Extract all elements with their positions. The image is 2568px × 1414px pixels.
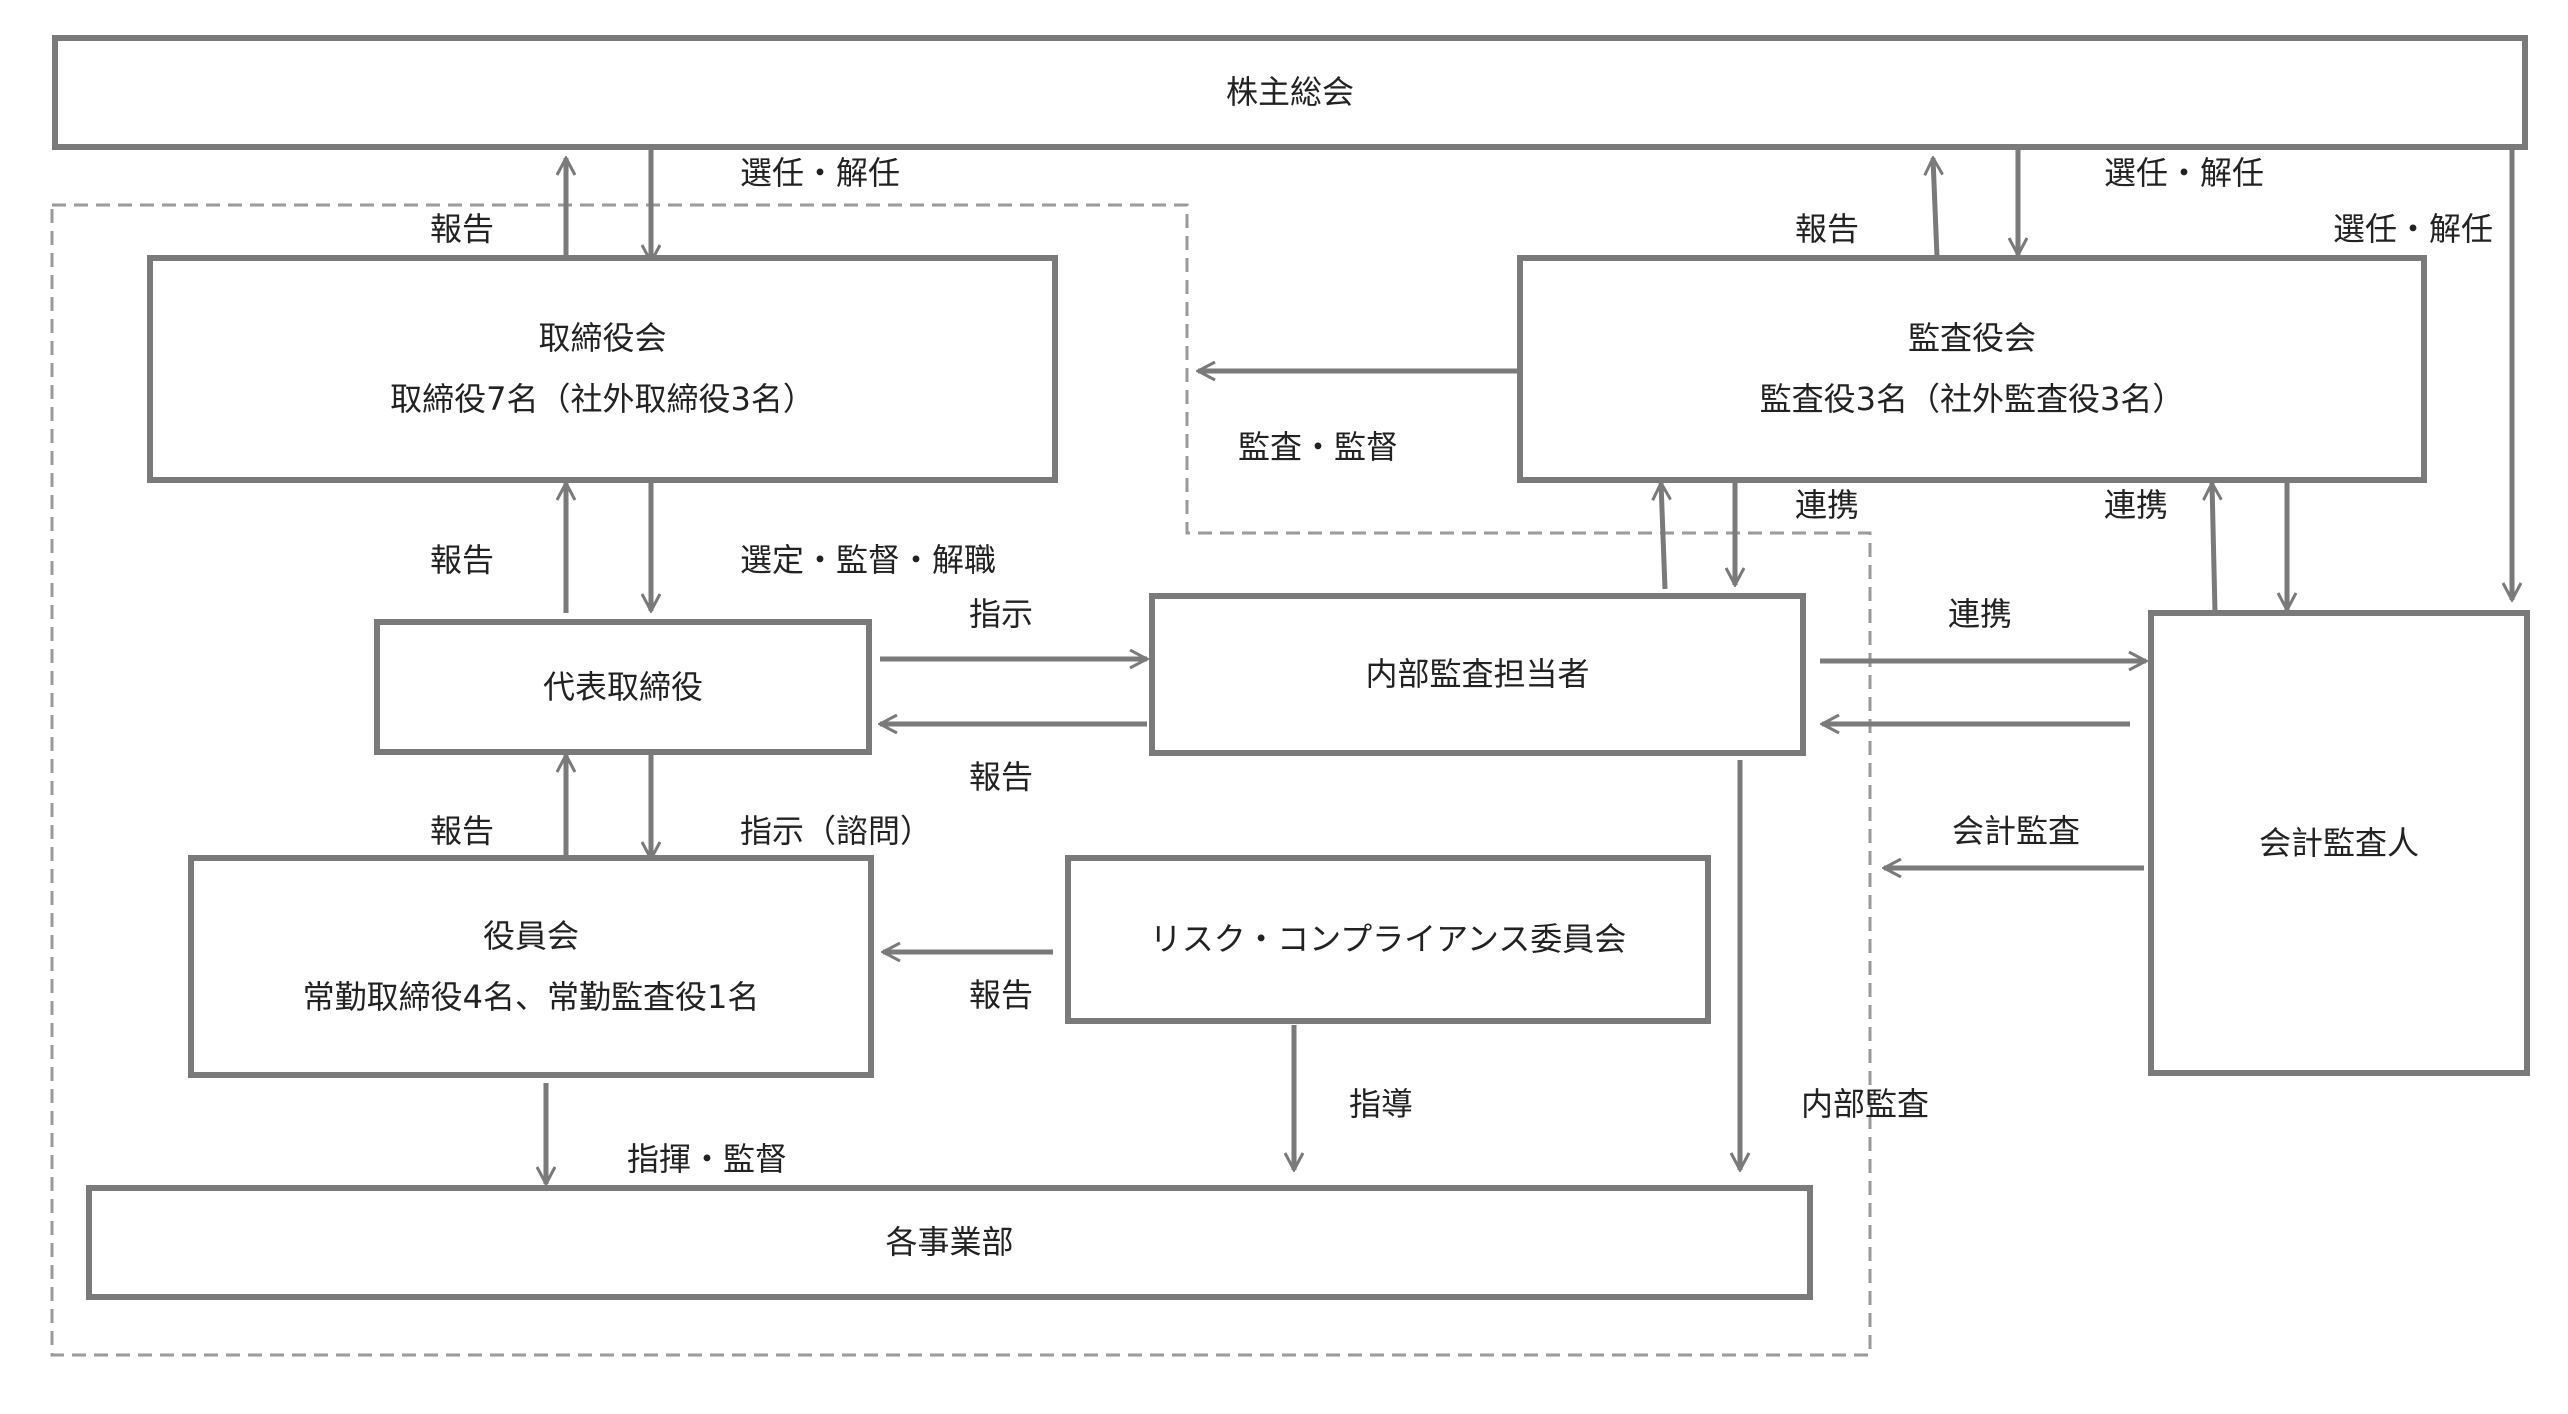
arrow-report-auditors-to-shareholders <box>1933 158 1937 258</box>
arrow-accounting-to-auditors <box>2212 483 2215 613</box>
risk-compliance-committee-box: リスク・コンプライアンス委員会 <box>1065 855 1711 1024</box>
arrow-internal-to-auditors <box>1661 483 1665 590</box>
executive-committee-title: 役員会 <box>482 916 579 955</box>
business-units-label: 各事業部 <box>885 1223 1014 1262</box>
label-report-internal: 報告 <box>969 758 1034 796</box>
label-coordinate-2: 連携 <box>2104 486 2169 524</box>
label-select-supervise-dismiss: 選定・監督・解職 <box>740 541 997 579</box>
shareholders-meeting-box: 株主総会 <box>52 35 2528 150</box>
representative-director-box: 代表取締役 <box>374 619 872 755</box>
representative-director-label: 代表取締役 <box>542 667 703 706</box>
label-instruct-consult: 指示（諮問） <box>740 812 933 850</box>
audit-board-title: 監査役会 <box>1907 319 2036 358</box>
board-title: 取締役会 <box>538 319 667 358</box>
label-report-exec: 報告 <box>430 812 495 850</box>
board-of-directors-box: 取締役会 取締役7名（社外取締役3名） <box>147 255 1058 483</box>
executive-committee-box: 役員会 常勤取締役4名、常勤監査役1名 <box>188 855 874 1078</box>
label-select-dismiss-accounting: 選任・解任 <box>2333 210 2494 248</box>
label-report-risk: 報告 <box>969 976 1034 1014</box>
executive-committee-detail: 常勤取締役4名、常勤監査役1名 <box>302 977 760 1016</box>
accounting-auditor-box: 会計監査人 <box>2148 610 2530 1076</box>
internal-boundary-dashed <box>50 203 1872 1357</box>
audit-board-detail: 監査役3名（社外監査役3名） <box>1759 380 2185 418</box>
label-select-dismiss-auditors: 選任・解任 <box>2104 154 2265 192</box>
label-report-auditors: 報告 <box>1795 210 1860 248</box>
accounting-auditor-label: 会計監査人 <box>2258 823 2419 862</box>
label-report-board: 報告 <box>430 210 495 248</box>
label-coordinate-3: 連携 <box>1948 595 2013 633</box>
label-internal-audit: 内部監査 <box>1801 1085 1930 1123</box>
label-select-dismiss-board: 選任・解任 <box>740 154 901 192</box>
board-detail: 取締役7名（社外取締役3名） <box>390 380 815 418</box>
business-units-box: 各事業部 <box>86 1185 1813 1300</box>
internal-audit-box: 内部監査担当者 <box>1149 593 1806 756</box>
internal-audit-label: 内部監査担当者 <box>1365 655 1590 694</box>
label-accounting-audit: 会計監査 <box>1952 812 2081 850</box>
label-coordinate-1: 連携 <box>1795 486 1860 524</box>
risk-compliance-committee-label: リスク・コンプライアンス委員会 <box>1149 920 1627 959</box>
label-report-president: 報告 <box>430 541 495 579</box>
label-command-supervise: 指揮・監督 <box>627 1140 788 1178</box>
audit-board-box: 監査役会 監査役3名（社外監査役3名） <box>1517 255 2427 483</box>
label-audit-supervise: 監査・監督 <box>1238 428 1399 466</box>
label-instruct: 指示 <box>969 595 1034 633</box>
label-guidance: 指導 <box>1349 1085 1414 1123</box>
shareholders-meeting-label: 株主総会 <box>1225 73 1354 112</box>
